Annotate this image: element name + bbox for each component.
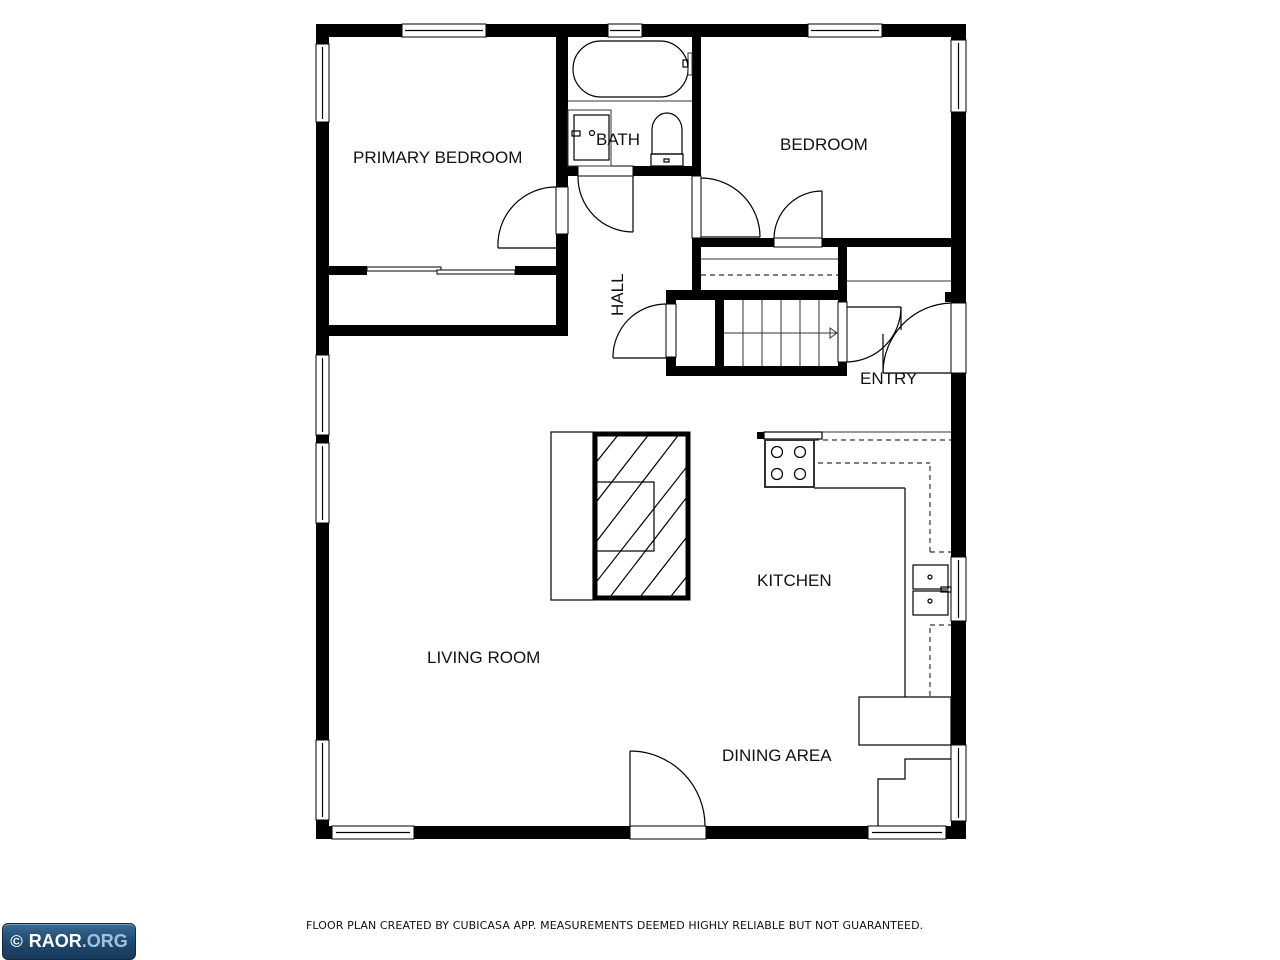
- stairs-direction-arrow-icon: [829, 327, 838, 339]
- stove: [764, 439, 815, 488]
- window-bedroom-right: [950, 39, 967, 113]
- door-entry: [882, 302, 952, 374]
- window-living-bottom: [331, 825, 415, 840]
- stairs: [724, 300, 838, 366]
- floor-plan-disclaimer: FLOOR PLAN CREATED BY CUBICASA APP. MEAS…: [306, 919, 924, 932]
- dining-built-in: [877, 758, 951, 826]
- kitchen-peninsula: [858, 696, 952, 746]
- interior-walls: [329, 37, 966, 376]
- kitchen-sink: [912, 564, 952, 616]
- window-living-left-2: [315, 442, 330, 524]
- window-bedroom-top: [807, 23, 883, 38]
- door-front: [629, 750, 706, 827]
- door-primary-bedroom: [497, 186, 569, 249]
- doors: [497, 165, 952, 827]
- window-living-left-3: [315, 739, 330, 821]
- door-bedroom: [691, 175, 761, 239]
- label-bedroom: BEDROOM: [780, 135, 868, 154]
- kitchen-cabinets: [757, 431, 952, 826]
- label-kitchen: KITCHEN: [757, 571, 832, 590]
- copyright-icon: ©: [10, 931, 23, 951]
- sink: [573, 114, 610, 161]
- watermark-brand-secondary: .ORG: [81, 931, 128, 951]
- bathtub: [572, 40, 689, 98]
- window-primary-bedroom-left: [315, 43, 330, 123]
- door-bath: [577, 165, 634, 233]
- label-primary-bedroom: PRIMARY BEDROOM: [353, 148, 522, 167]
- door-stair-landing: [837, 301, 902, 363]
- bath-fixtures: [567, 40, 693, 167]
- door-bedroom-closet: [773, 190, 823, 248]
- window-bath-top: [607, 23, 643, 38]
- fireplace: [550, 431, 691, 601]
- label-entry: ENTRY: [860, 369, 917, 388]
- windows: [315, 23, 967, 840]
- room-labels: PRIMARY BEDROOM BATH BEDROOM HALL ENTRY …: [353, 130, 917, 765]
- window-living-left-1: [315, 354, 330, 436]
- window-dining-right: [950, 744, 967, 822]
- label-living-room: LIVING ROOM: [427, 648, 540, 667]
- watermark-brand-primary: RAOR: [28, 931, 82, 951]
- label-dining-area: DINING AREA: [722, 746, 832, 765]
- label-bath: BATH: [596, 130, 640, 149]
- window-kitchen-right: [950, 556, 967, 622]
- toilet: [651, 112, 683, 155]
- hearth: [550, 431, 594, 601]
- label-hall: HALL: [608, 273, 627, 316]
- closet-sliding-door: [366, 266, 516, 275]
- raor-watermark-badge: © RAOR .ORG: [2, 923, 136, 960]
- linen-closet: [701, 258, 951, 282]
- window-dining-bottom: [867, 825, 947, 840]
- door-hall-closet: [612, 303, 677, 359]
- window-primary-bedroom-top: [401, 23, 487, 38]
